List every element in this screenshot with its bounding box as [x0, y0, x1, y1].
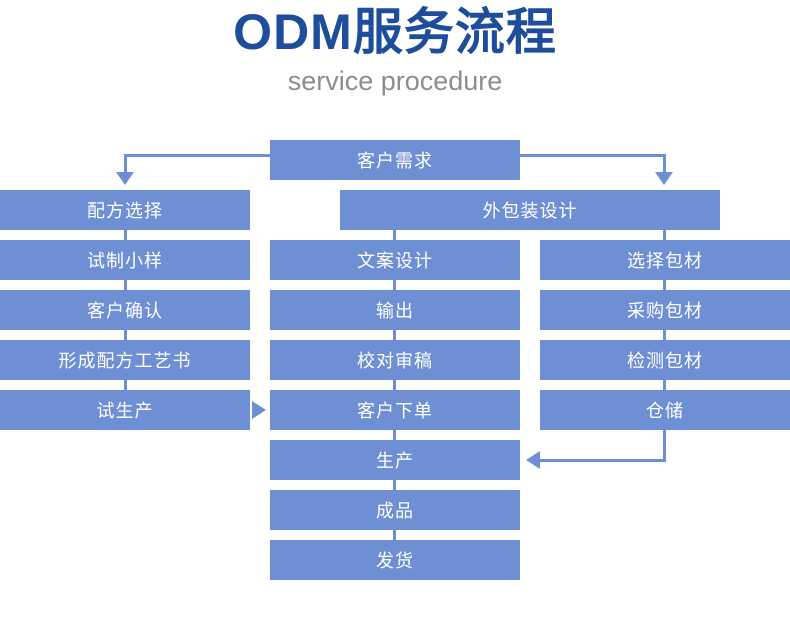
connector-right-1 — [663, 280, 666, 290]
connector-left-4 — [124, 380, 127, 390]
node-customer-order[interactable]: 客户下单 — [270, 390, 520, 430]
node-shipment[interactable]: 发货 — [270, 540, 520, 580]
node-trial-production[interactable]: 试生产 — [0, 390, 250, 430]
page-title: ODM服务流程 — [233, 4, 557, 60]
node-finished-product[interactable]: 成品 — [270, 490, 520, 530]
connector-middle-6 — [393, 480, 396, 490]
node-customer-confirmation[interactable]: 客户确认 — [0, 290, 250, 330]
connector-middle-1 — [393, 230, 396, 240]
page-subtitle: service procedure — [287, 66, 503, 96]
arrow-left-warehouse-to-production — [526, 451, 540, 469]
connector-warehouse-to-production — [540, 459, 666, 462]
connector-left-1 — [124, 230, 127, 240]
node-formula-selection[interactable]: 配方选择 — [0, 190, 250, 230]
connector-middle-3 — [393, 330, 396, 340]
arrow-down-to-package-design — [655, 172, 673, 185]
node-proofreading-review[interactable]: 校对审稿 — [270, 340, 520, 380]
arrow-down-to-formula-selection — [116, 172, 134, 185]
node-inspect-packaging[interactable]: 检测包材 — [540, 340, 790, 380]
connector-left-2 — [124, 280, 127, 290]
node-customer-requirement[interactable]: 客户需求 — [270, 140, 520, 180]
node-warehousing[interactable]: 仓储 — [540, 390, 790, 430]
connector-middle-5 — [393, 430, 396, 440]
node-output[interactable]: 输出 — [270, 290, 520, 330]
connector-left-3 — [124, 330, 127, 340]
connector-middle-2 — [393, 280, 396, 290]
node-formula-process-document[interactable]: 形成配方工艺书 — [0, 340, 250, 380]
connector-right-3 — [663, 380, 666, 390]
connector-warehouse-down — [663, 430, 666, 461]
connector-branch-horizontal-right — [518, 154, 666, 157]
arrow-right-trial-to-order — [252, 401, 266, 419]
connector-branch-left-drop — [124, 154, 127, 174]
connector-branch-right-drop — [663, 154, 666, 174]
node-select-packaging[interactable]: 选择包材 — [540, 240, 790, 280]
node-purchase-packaging[interactable]: 采购包材 — [540, 290, 790, 330]
node-trial-sample[interactable]: 试制小样 — [0, 240, 250, 280]
connector-right-2 — [663, 330, 666, 340]
node-outer-package-design[interactable]: 外包装设计 — [340, 190, 720, 230]
connector-branch-horizontal-left — [124, 154, 272, 157]
connector-middle-7 — [393, 530, 396, 540]
node-copywriting-design[interactable]: 文案设计 — [270, 240, 520, 280]
connector-middle-4 — [393, 380, 396, 390]
connector-right-0 — [663, 230, 666, 240]
node-production[interactable]: 生产 — [270, 440, 520, 480]
